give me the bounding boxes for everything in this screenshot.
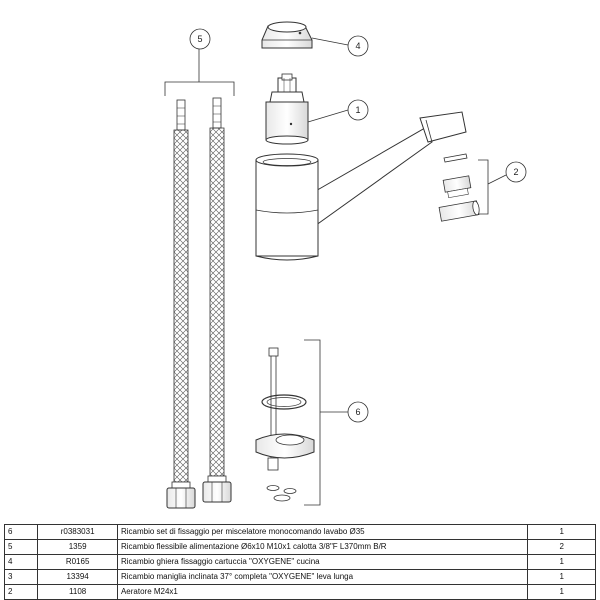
parts-list-table: 6 r0383031 Ricambio set di fissaggio per…: [3, 524, 596, 600]
code-cell: 1108: [37, 584, 118, 600]
callout-2-label: 2: [513, 167, 518, 177]
callout-1-label: 1: [355, 105, 360, 115]
table-row: 4 R0165 Ricambio ghiera fissaggio cartuc…: [3, 554, 596, 570]
callout-6: 6: [347, 401, 369, 423]
quantity-cell: 1: [527, 524, 596, 540]
code-cell: 1359: [37, 539, 118, 555]
table-row: 6 r0383031 Ricambio set di fissaggio per…: [3, 524, 596, 540]
mixer-body: [255, 111, 467, 261]
callout-1: 1: [347, 99, 369, 121]
quantity-cell: 2: [527, 539, 596, 555]
quantity-cell: 1: [527, 584, 596, 600]
ring-nut-part: [261, 21, 313, 49]
table-row: 2 1108 Aeratore M24x1 1: [3, 584, 596, 600]
callout-2: 2: [505, 161, 527, 183]
aerator-part: [438, 153, 480, 222]
position-cell: 6: [3, 524, 38, 540]
quantity-cell: 1: [527, 554, 596, 570]
code-cell: r0383031: [37, 524, 118, 540]
description-cell: Ricambio ghiera fissaggio cartuccia "OXY…: [116, 554, 528, 570]
fixing-set-part: [255, 347, 315, 502]
cartridge-part: [265, 73, 309, 145]
callout-5-label: 5: [197, 34, 202, 44]
callout-4: 4: [347, 35, 369, 57]
exploded-parts-drawing: 1 2 4 5 6: [164, 21, 527, 509]
table-row: 3 13394 Ricambio maniglia inclinata 37° …: [3, 569, 596, 585]
quantity-cell: 1: [527, 569, 596, 585]
description-cell: Aeratore M24x1: [116, 584, 528, 600]
description-cell: Ricambio set di fissaggio per miscelator…: [116, 524, 528, 540]
position-cell: 2: [3, 584, 38, 600]
callout-6-label: 6: [355, 407, 360, 417]
code-cell: R0165: [37, 554, 118, 570]
callout-4-label: 4: [355, 41, 360, 51]
position-cell: 5: [3, 539, 38, 555]
callout-5: 5: [189, 28, 211, 50]
position-cell: 4: [3, 554, 38, 570]
description-cell: Ricambio flessibile alimentazione Ø6x10 …: [116, 539, 528, 555]
code-cell: 13394: [37, 569, 118, 585]
position-cell: 3: [3, 569, 38, 585]
flexible-hose-right: [202, 97, 232, 503]
description-cell: Ricambio maniglia inclinata 37° completa…: [116, 569, 528, 585]
table-row: 5 1359 Ricambio flessibile alimentazione…: [3, 539, 596, 555]
flexible-hose-left: [166, 99, 196, 509]
